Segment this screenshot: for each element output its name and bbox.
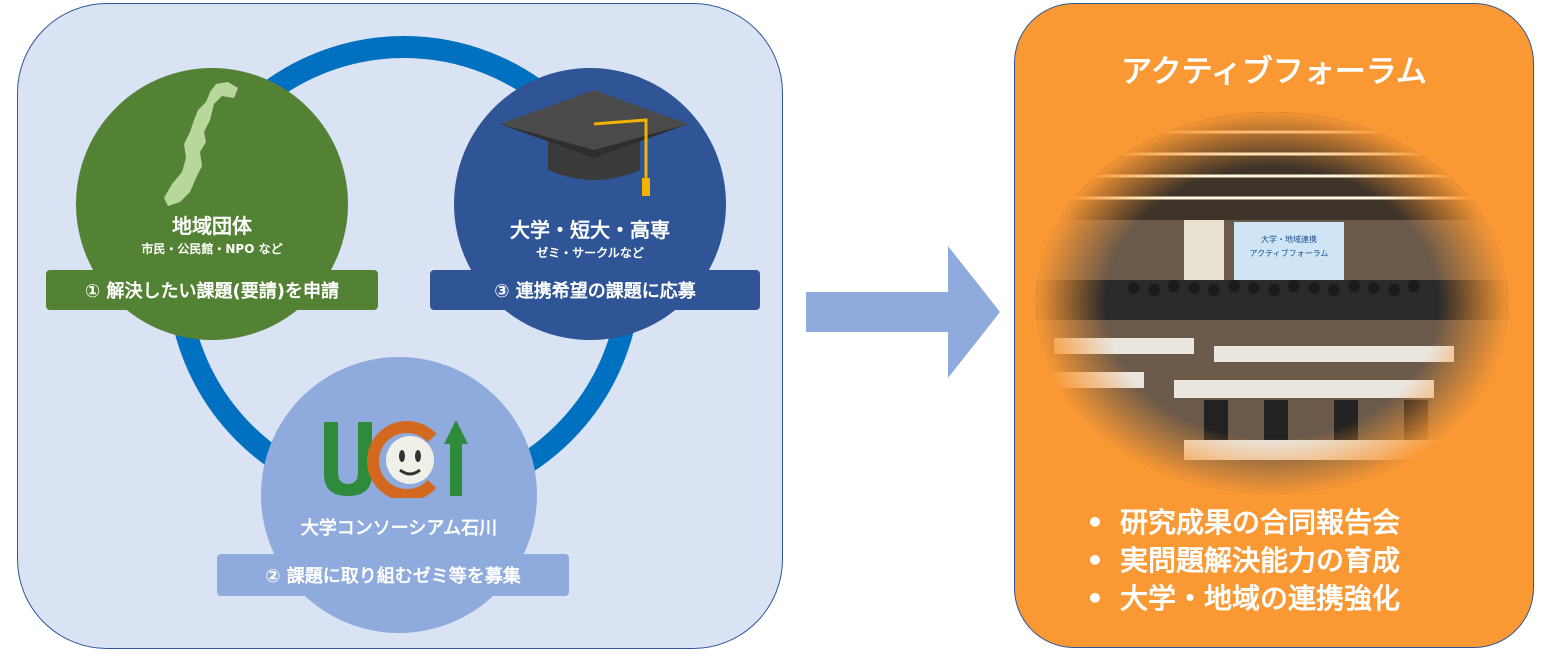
bullet-item: •大学・地域の連携強化: [1086, 582, 1401, 615]
university-title: 大学・短大・高専: [510, 218, 670, 242]
forum-title: アクティブフォーラム: [1121, 54, 1427, 90]
step-2-recruit: ② 課題に取り組むゼミ等を募集: [217, 554, 569, 596]
uci-logo: [324, 420, 468, 498]
forum-bullets: •研究成果の合同報告会 •実問題解決能力の育成 •大学・地域の連携強化: [1086, 504, 1400, 618]
step-1-request: ① 解決したい課題(要請)を申請: [46, 270, 378, 310]
bullet-item: •実問題解決能力の育成: [1086, 544, 1401, 577]
forum-group-photo: 大学・地域連携 アクティブフォーラム: [1036, 112, 1508, 494]
bullet-text: 実問題解決能力の育成: [1120, 544, 1401, 577]
bullet-text: 大学・地域の連携強化: [1120, 582, 1401, 615]
bullet-text: 研究成果の合同報告会: [1120, 506, 1401, 539]
graduation-cap-icon: [500, 90, 688, 196]
community-title: 地域団体: [172, 214, 252, 238]
university-subtitle: ゼミ・サークルなど: [536, 246, 644, 260]
ishikawa-map-icon: [164, 82, 238, 206]
bullet-item: •研究成果の合同報告会: [1086, 506, 1401, 539]
step-3-apply: ③ 連携希望の課題に応募: [430, 270, 760, 310]
right-arrow: [806, 246, 1000, 378]
consortium-title: 大学コンソーシアム石川: [300, 518, 498, 539]
community-subtitle: 市民・公民館・NPO など: [141, 242, 283, 256]
